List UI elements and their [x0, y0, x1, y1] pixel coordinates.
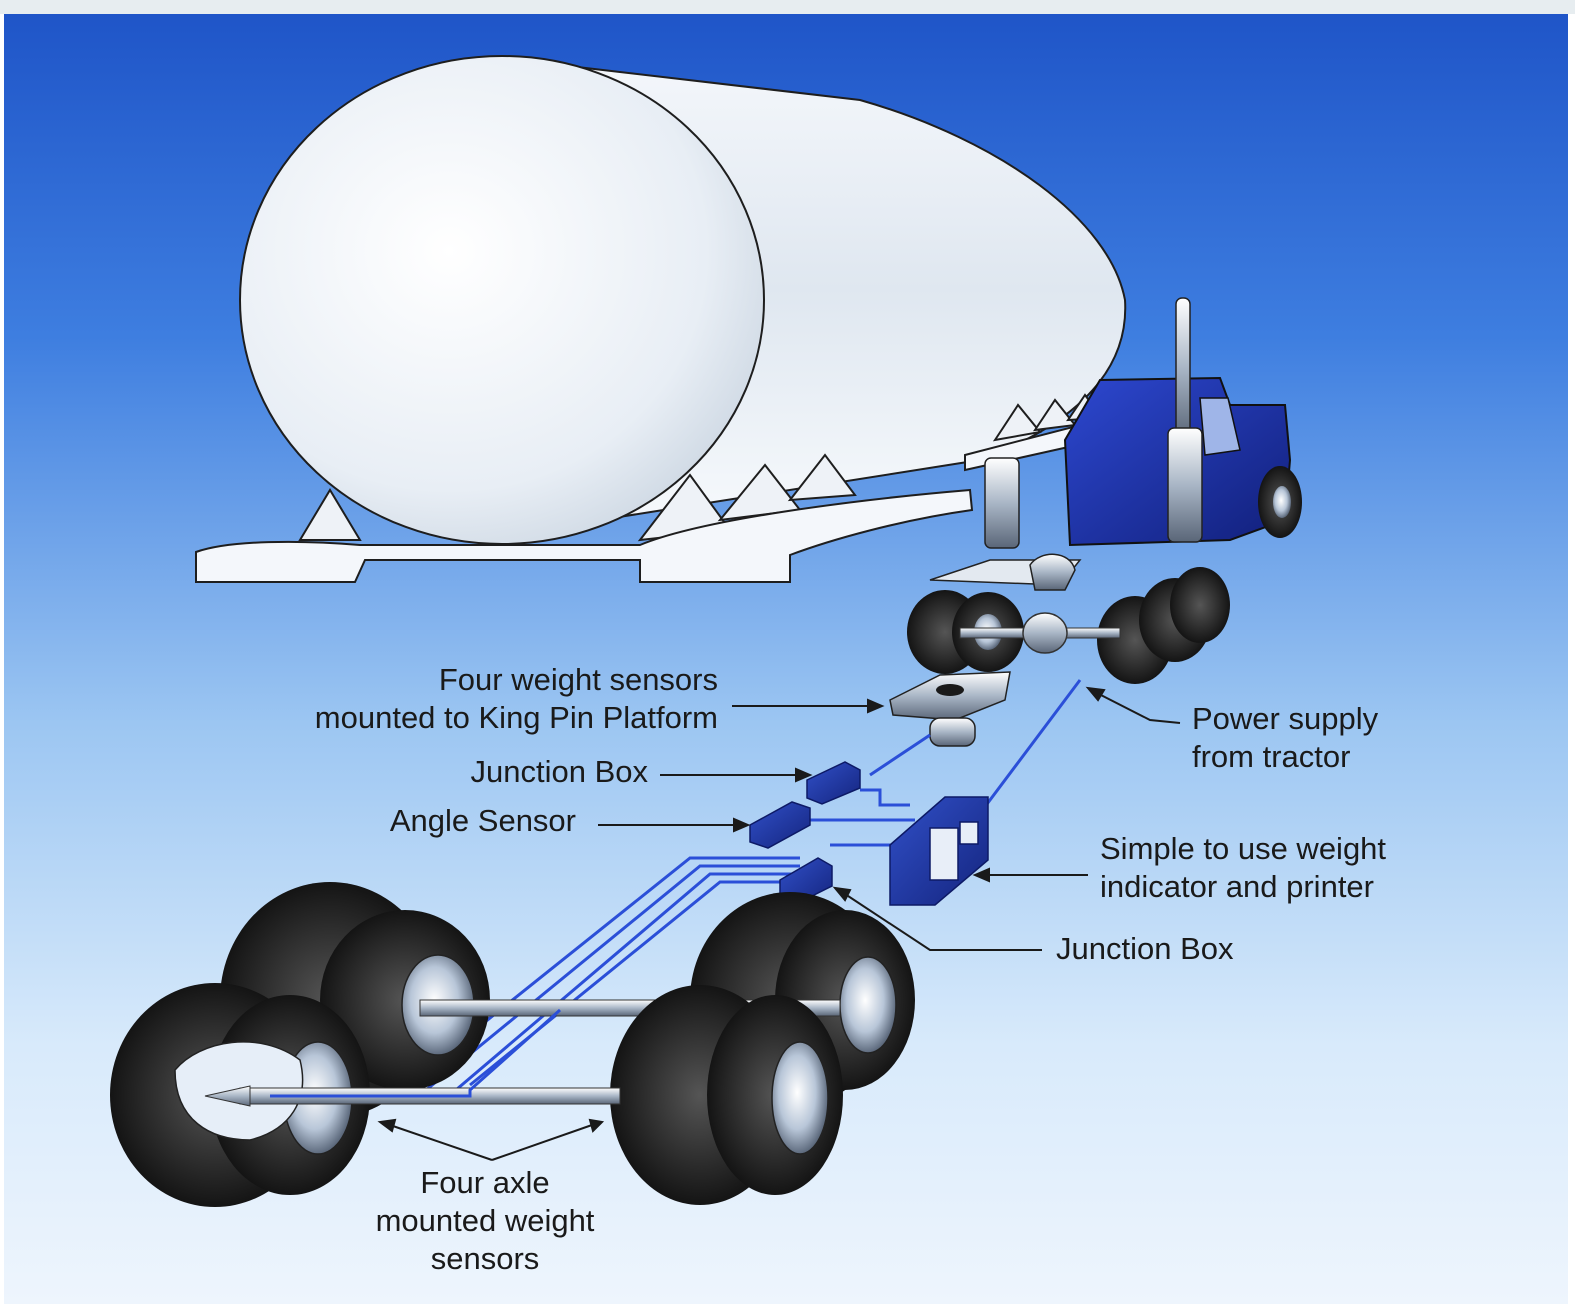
label-line: Simple to use weight: [1100, 831, 1387, 866]
label-line: mounted weight: [375, 1203, 595, 1238]
label-line: from tractor: [1192, 739, 1351, 774]
label-king-pin-sensors: Four weight sensors mounted to King Pin …: [180, 661, 718, 737]
label-axle-sensors: Four axle mounted weight sensors: [330, 1164, 640, 1278]
king-pin-platform: [889, 671, 1011, 747]
label-weight-indicator: Simple to use weight indicator and print…: [1100, 830, 1386, 906]
label-line: Power supply: [1192, 701, 1379, 736]
label-line: Four weight sensors: [438, 662, 718, 697]
label-power-supply: Power supply from tractor: [1192, 700, 1378, 776]
label-junction-box-top: Junction Box: [470, 754, 649, 789]
trailer-axles: [110, 882, 915, 1207]
label-junction-box-bottom: Junction Box: [1056, 931, 1234, 966]
label-line: mounted to King Pin Platform: [314, 700, 718, 735]
tractor-truck: [907, 297, 1302, 684]
callout-arrows: [377, 686, 1181, 1161]
label-line: Four axle: [420, 1165, 550, 1200]
label-line: indicator and printer: [1100, 869, 1374, 904]
label-line: sensors: [430, 1241, 540, 1276]
label-angle-sensor: Angle Sensor: [389, 803, 576, 838]
tank-trailer: [195, 55, 1127, 583]
junction-box-top: [806, 761, 861, 805]
angle-sensor: [749, 801, 811, 849]
top-strip: [0, 0, 1575, 14]
